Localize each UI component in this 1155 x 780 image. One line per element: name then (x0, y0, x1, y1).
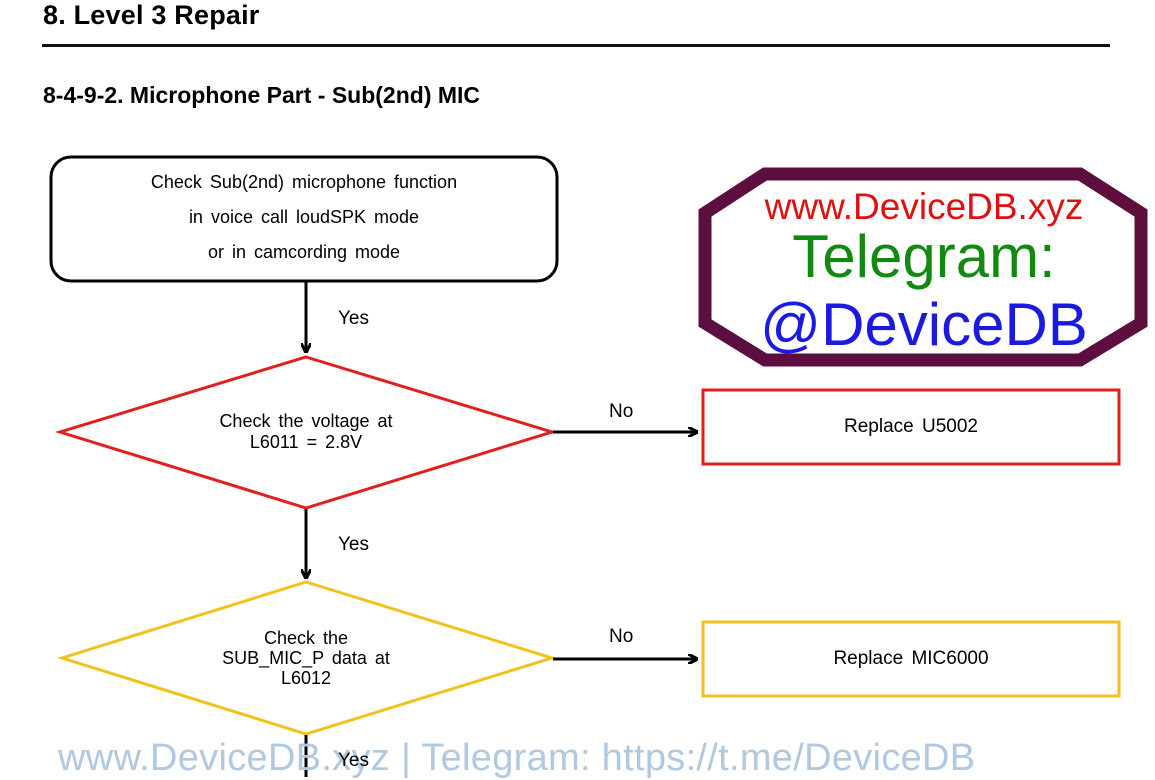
decision-1-diamond (54, 355, 558, 510)
watermark-handle: @DeviceDB (760, 291, 1088, 358)
no-label-1: No (609, 401, 634, 422)
section-title: 8-4-9-2. Microphone Part - Sub(2nd) MIC (43, 82, 481, 108)
start-line-3: or in camcording mode (207, 242, 401, 262)
watermark-octagon (698, 167, 1148, 367)
start-line-2: in voice call loudSPK mode (188, 207, 420, 227)
action-2-box (701, 620, 1121, 698)
decision-2-diamond (56, 580, 558, 736)
yes-label-1: Yes (338, 308, 369, 329)
action-1-text: Replace U5002 (844, 416, 978, 437)
action-1-box (701, 388, 1121, 466)
decision-2-line-1: Check the (263, 628, 349, 648)
action-2-text: Replace MIC6000 (833, 648, 989, 669)
yes-label-3: Yes (338, 750, 369, 771)
decision-1-line-1: Check the voltage at (219, 411, 393, 431)
decision-2-line-3: L6012 (280, 668, 332, 688)
yes-label-2: Yes (338, 534, 369, 555)
decision-2-text: Check the SUB_MIC_P data at L6012 (156, 628, 456, 688)
start-process-box (49, 155, 559, 283)
footer-watermark: www.DeviceDB.xyz | Telegram: https://t.m… (58, 737, 976, 779)
header-rule (42, 44, 1110, 47)
no-label-2: No (609, 626, 634, 647)
start-line-1: Check Sub(2nd) microphone function (150, 172, 458, 192)
decision-1-line-2: L6011 = 2.8V (249, 432, 363, 452)
watermark-telegram-label: Telegram: (792, 223, 1056, 290)
start-process-text: Check Sub(2nd) microphone function in vo… (56, 165, 552, 270)
decision-1-text: Check the voltage at L6011 = 2.8V (156, 411, 456, 453)
chapter-title: 8. Level 3 Repair (43, 0, 260, 30)
decision-2-line-2: SUB_MIC_P data at (222, 648, 390, 668)
watermark-site: www.DeviceDB.xyz (764, 186, 1084, 227)
